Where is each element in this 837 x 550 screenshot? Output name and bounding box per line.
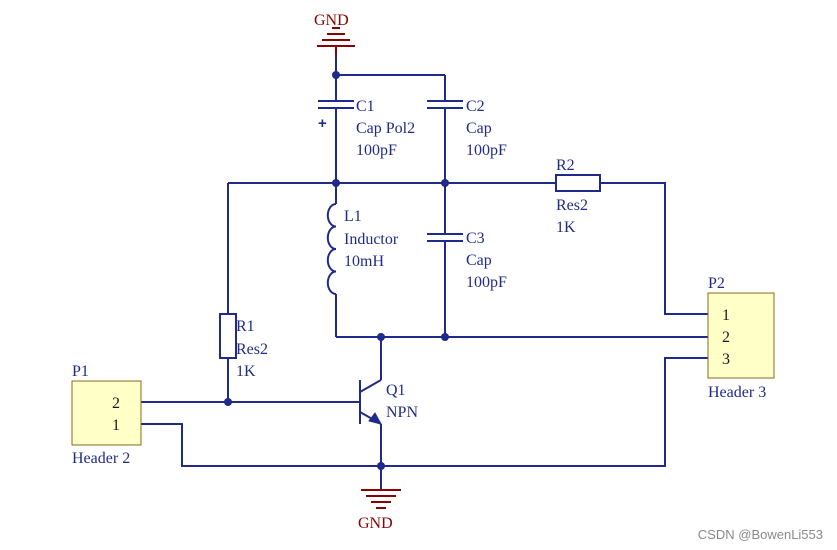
c1-type: Cap Pol2: [356, 120, 415, 137]
p2-pin-label: 2: [722, 329, 730, 346]
l1-designator: L1: [344, 208, 362, 225]
capacitor-c3: C3 Cap 100pF: [427, 230, 507, 291]
resistor-r2: R2 Res2 1K: [555, 157, 601, 236]
l1-value: 10mH: [344, 253, 384, 270]
p1-pin-label: 2: [112, 395, 120, 412]
p1-designator: P1: [72, 363, 89, 380]
header-p1: P1 2 1 Header 2: [71, 363, 142, 467]
capacitor-c2: C2 Cap 100pF: [427, 98, 507, 159]
c1-polarity-mark: +: [318, 115, 327, 132]
wires: [141, 55, 708, 490]
gnd-bottom-symbol: GND: [358, 489, 401, 532]
p2-type: Header 3: [708, 384, 766, 401]
gnd-bottom-label: GND: [358, 515, 393, 532]
c3-type: Cap: [466, 252, 492, 269]
watermark: CSDN @BowenLi553: [697, 527, 823, 542]
p2-pin-label: 1: [722, 307, 730, 324]
q1-designator: Q1: [386, 382, 406, 399]
r2-value: 1K: [556, 219, 576, 236]
c2-type: Cap: [466, 120, 492, 137]
p1-type: Header 2: [72, 450, 130, 467]
inductor-l1: L1 Inductor 10mH: [326, 203, 399, 295]
junction-dot: [332, 179, 340, 187]
r1-type: Res2: [236, 341, 268, 358]
gnd-top-label: GND: [314, 12, 349, 29]
transistor-q1: Q1 NPN: [359, 379, 418, 425]
wire-p1-pin1: [141, 357, 708, 467]
r1-value: 1K: [236, 363, 256, 380]
r1-designator: R1: [236, 318, 255, 335]
p2-pin-label: 3: [722, 351, 730, 368]
r2-type: Res2: [556, 197, 588, 214]
c2-designator: C2: [466, 98, 485, 115]
l1-type: Inductor: [344, 231, 399, 248]
p1-pin-label: 1: [112, 417, 120, 434]
junction-dot: [377, 462, 385, 470]
q1-type: NPN: [386, 404, 418, 421]
junction-dot: [377, 333, 385, 341]
junction-dot: [441, 333, 449, 341]
c3-designator: C3: [466, 230, 485, 247]
resistor-r1: R1 Res2 1K: [219, 313, 268, 380]
capacitor-c1: + C1 Cap Pol2 100pF: [318, 98, 415, 159]
junction-dot: [224, 398, 232, 406]
c2-value: 100pF: [466, 142, 507, 159]
c1-designator: C1: [356, 98, 375, 115]
junctions: [224, 71, 449, 470]
wire-r2-right: [600, 182, 708, 315]
p2-designator: P2: [708, 275, 725, 292]
header-p2: P2 1 2 3 Header 3: [707, 275, 775, 401]
emitter-arrow-icon: [368, 412, 382, 425]
junction-dot: [441, 179, 449, 187]
gnd-top-symbol: GND: [314, 12, 355, 55]
c1-value: 100pF: [356, 142, 397, 159]
junction-dot: [332, 71, 340, 79]
c3-value: 100pF: [466, 274, 507, 291]
r2-designator: R2: [556, 157, 575, 174]
